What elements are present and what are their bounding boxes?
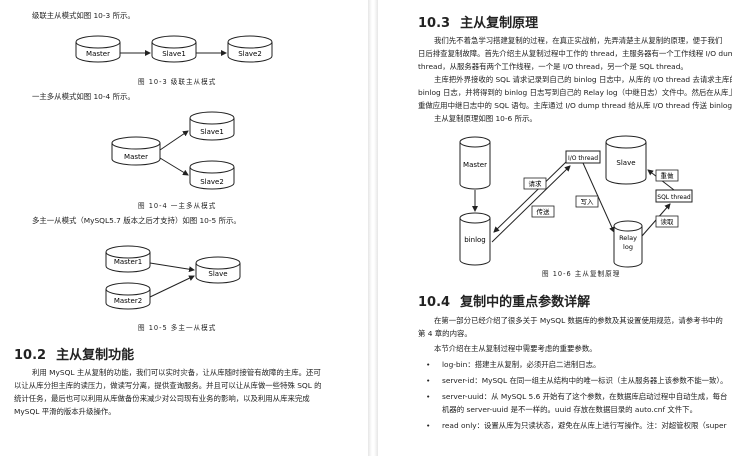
paragraph-line: 我们先不着急学习搭建复制的过程，在真正实战前，先弄清楚主从复制的原理，便于我们 [434,36,723,45]
arrow [149,275,195,298]
bullet-dot: • [426,421,431,430]
cylinder-master2: Master2 [105,282,151,310]
paragraph-line: binlog 日志，并将得到的 binlog 日志写到自己的 Relay log… [418,88,732,97]
cylinder-binlog: binlog [459,212,491,266]
node-label: Slave [616,159,635,167]
node-label: Slave1 [200,128,224,136]
edge-label: 请求 [529,179,543,188]
paragraph-line: 本节介绍在主从复制过程中需要考虑的重要参数。 [434,344,597,353]
cylinder-slave2: Slave2 [227,35,273,63]
edge-label: 读取 [661,217,675,226]
arrow [159,130,189,151]
node-label: Master [463,161,487,169]
label-redo: 重做 [655,169,679,182]
edge-label: 重做 [661,171,675,180]
intro-cascade: 级联主从模式如图 10-3 所示。 [32,11,135,20]
paragraph-line: 主从复制原理如图 10-6 所示。 [434,114,537,123]
caption-10-3: 图 10-3 级联主从模式 [138,78,217,86]
paragraph-line: 主库把外界接收的 SQL 请求记录到自己的 binlog 日志中，从库的 I/O… [434,75,732,84]
cylinder-slave1: Slave1 [151,35,197,63]
section-number: 10.2 [14,348,47,363]
edge-label: 写入 [581,198,595,206]
figure-10-5-many-masters-one-slave-diagram: Master1 Master2 Slave [105,245,241,310]
section-number: 10.3 [418,16,451,31]
bullet-dot: • [426,360,431,369]
figure-10-6-replication-principle-diagram: Master binlog Slave I/O thread [459,135,693,268]
book-gutter [368,0,378,456]
caption-10-4: 图 10-4 一主多从模式 [138,202,217,210]
bullet-dot: • [426,392,431,401]
caption-10-6: 图 10-6 主从复制原理 [542,270,621,278]
node-label: Master [124,153,148,161]
cylinder-slave1: Slave1 [189,111,235,141]
cylinder-slave: Slave [195,256,241,284]
label-write: 写入 [575,195,599,208]
intro-one-master-many-slaves: 一主多从模式如图 10-4 所示。 [32,92,135,101]
node-label: Master2 [114,297,142,305]
bullet-item: server-id：MySQL 在同一组主从结构中的唯一标识（主从服务器上该参数… [442,376,728,385]
bullet-item: server-uuid：从 MySQL 5.6 开始有了这个参数，在数据库启动过… [442,392,728,401]
left-page: 级联主从模式如图 10-3 所示。 Master Slave1 Slave2 [14,11,322,416]
arrow [149,262,195,273]
node-label: Relay [619,234,637,242]
label-read: 读取 [655,215,679,228]
node-label: I/O thread [568,155,598,162]
paragraph-line: 统计任务，最后也可以利用从库做备份来减少对公司现有业务的影响，以及利用从库来完成 [14,394,310,403]
io-thread-box: I/O thread [565,150,601,164]
cylinder-slave: Slave [605,135,647,185]
arrow-transfer [491,165,571,243]
arrow [159,157,189,176]
cylinder-slave2: Slave2 [189,160,235,190]
caption-10-5: 图 10-5 多主一从模式 [138,324,217,332]
right-page: 10.3 主从复制原理 我们先不着急学习搭建复制的过程，在真正实战前，先弄清楚主从… [378,0,732,456]
paragraph-line: 以让从库分担主库的读压力，做读写分离，提供查询服务。并且可以让从库做一些特殊 S… [14,381,322,390]
section-10-2-heading: 10.2 主从复制功能 [14,344,134,363]
paragraph-line: 在第一部分已经介绍了很多关于 MySQL 数据库的参数及其设置使用规范，请参考书… [434,316,723,325]
bullet-item: read only：设置从库为只读状态，避免在从库上进行写操作。注：对超管权限（… [442,421,727,430]
node-label: Master1 [114,258,142,266]
node-label: binlog [464,236,486,244]
cylinder-master: Master [111,136,161,166]
bullet-item-continued: 机器的 server-uuid 是不一样的。uuid 存放在数据目录的 auto… [442,405,697,414]
section-number: 10.4 [418,295,451,310]
bullet-item: log-bin：搭建主从复制，必须开启二进制日志。 [442,360,601,369]
cylinder-master: Master [75,35,121,63]
arrow-request [493,161,567,233]
node-label: Master [86,50,110,58]
arrow-write [582,162,615,233]
node-label: Slave1 [162,50,186,58]
node-label: Slave2 [238,50,262,58]
node-label: Slave [208,270,227,278]
label-transfer: 传送 [531,205,555,218]
node-label: SQL thread [657,194,691,201]
paragraph-line: 第 4 章的内容。 [418,329,472,338]
node-label: log [623,243,633,251]
paragraph-line: 日后排查复制故障。首先介绍主从复制过程中工作的 thread，主服务器有一个工作… [418,49,732,58]
bullet-dot: • [426,376,431,385]
section-title: 主从复制功能 [56,348,135,363]
sql-thread-box: SQL thread [655,189,693,203]
paragraph-line: MySQL 平滑的版本升级操作。 [14,407,116,416]
intro-many-masters-one-slave: 多主一从模式（MySQL5.7 版本之后才支持）如图 10-5 所示。 [32,216,241,225]
section-10-4-heading: 10.4 复制中的重点参数详解 [418,291,590,310]
section-title: 复制中的重点参数详解 [460,295,591,310]
node-label: Slave2 [200,178,224,186]
section-10-3-heading: 10.3 主从复制原理 [418,12,538,31]
paragraph-line: thread，从服务器有两个工作线程，一个是 I/O thread，另一个是 S… [418,62,688,71]
section-title: 主从复制原理 [460,16,539,31]
edge-label: 传送 [537,207,551,216]
cylinder-relay-log: Relay log [613,220,643,268]
figure-10-3-cascade-diagram: Master Slave1 Slave2 [75,35,273,63]
cylinder-master1: Master1 [105,245,151,273]
cylinder-master: Master [459,136,491,190]
figure-10-4-one-master-many-slaves-diagram: Master Slave1 Slave2 [111,111,235,190]
label-request: 请求 [523,177,547,190]
paragraph-line: 重做应用中继日志中的 SQL 语句。主库通过 I/O dump thread 给… [418,101,732,110]
paragraph-line: 利用 MySQL 主从复制的功能，我们可以实时灾备，让从库随时接管有故障的主库。… [32,368,321,377]
